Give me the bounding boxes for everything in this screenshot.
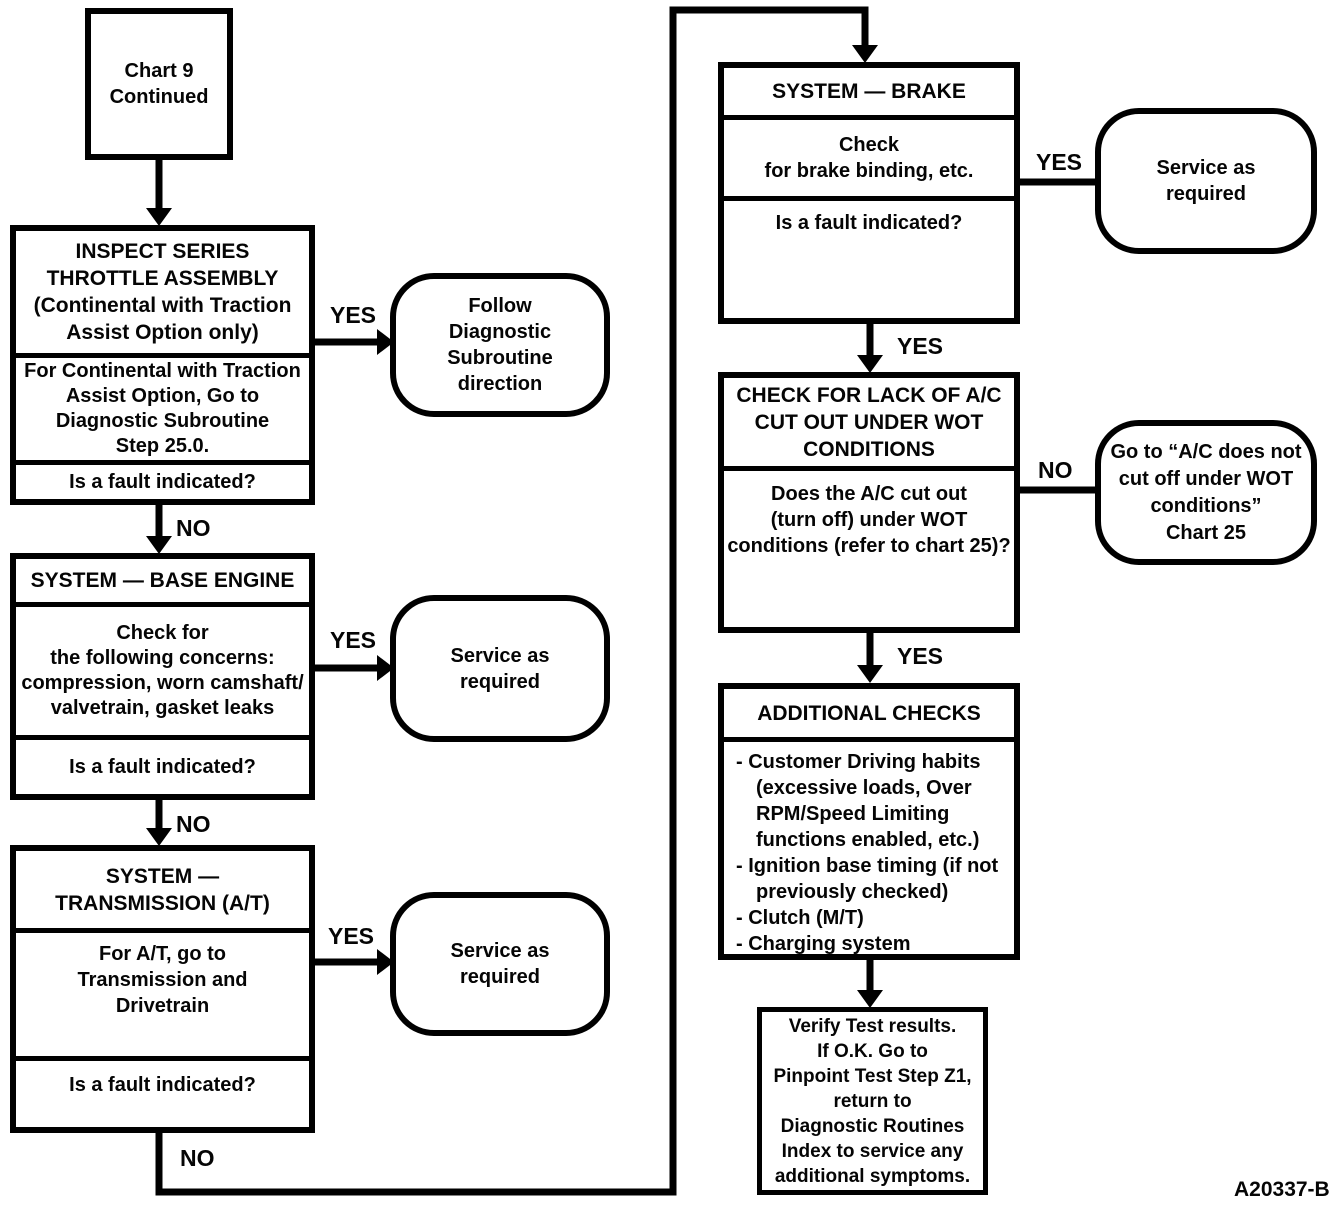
ac-body-section: Does the A/C cut out (turn off) under WO… (724, 471, 1014, 627)
base-engine-question-section: Is a fault indicated? (16, 740, 309, 794)
node-chart9-continued: Chart 9 Continued (85, 8, 233, 160)
additional-check-item: - Clutch (M/T) (736, 907, 864, 929)
brake-question-section: Is a fault indicated? (724, 201, 1014, 318)
base-engine-header-section: SYSTEM — BASE ENGINE (16, 559, 309, 607)
chart9-text: Chart 9 Continued (109, 60, 209, 108)
node-system-base-engine: SYSTEM — BASE ENGINE Check for the follo… (10, 553, 315, 800)
brake-question: Is a fault indicated? (775, 212, 963, 234)
additional-check-item: - Customer Driving habits (excessive loa… (736, 751, 981, 851)
node-service-required-base-engine: Service as required (390, 595, 610, 742)
edge-label-yes-ac-down: YES (897, 643, 944, 669)
throttle-header-section: INSPECT SERIES THROTTLE ASSEMBLY (Contin… (16, 231, 309, 358)
edge-label-yes-transmission: YES (328, 923, 375, 949)
node-verify-test-results: Verify Test results. If O.K. Go to Pinpo… (757, 1007, 988, 1195)
service-brake-text: Service as required (1156, 157, 1256, 205)
node-system-brake: SYSTEM — BRAKE Check for brake binding, … (718, 62, 1020, 324)
node-additional-checks: ADDITIONAL CHECKS - Customer Driving hab… (718, 683, 1020, 960)
brake-body-section: Check for brake binding, etc. (724, 120, 1014, 201)
edge-label-no-base-engine: NO (176, 811, 211, 837)
transmission-header: SYSTEM — TRANSMISSION (A/T) (55, 864, 270, 915)
base-engine-body: Check for the following concerns: compre… (21, 622, 304, 719)
transmission-question: Is a fault indicated? (69, 1074, 256, 1096)
throttle-header: INSPECT SERIES THROTTLE ASSEMBLY (Contin… (33, 240, 292, 344)
service-transmission-text: Service as required (450, 940, 550, 988)
base-engine-question: Is a fault indicated? (69, 755, 256, 778)
node-follow-diagnostic-subroutine: Follow Diagnostic Subroutine direction (390, 273, 610, 417)
throttle-body-section: For Continental with Traction Assist Opt… (16, 358, 309, 465)
transmission-body: For A/T, go to Transmission and Drivetra… (77, 943, 248, 1017)
throttle-body: For Continental with Traction Assist Opt… (24, 360, 301, 457)
service-base-engine-text: Service as required (450, 644, 550, 693)
additional-checks-header: ADDITIONAL CHECKS (757, 701, 981, 725)
ac-body: Does the A/C cut out (turn off) under WO… (727, 483, 1011, 557)
node-service-required-transmission: Service as required (390, 892, 610, 1036)
base-engine-body-section: Check for the following concerns: compre… (16, 607, 309, 740)
edge-label-yes-brake: YES (1036, 149, 1083, 175)
brake-body: Check for brake binding, etc. (764, 134, 974, 182)
node-goto-chart25: Go to “A/C does not cut off under WOT co… (1095, 420, 1317, 565)
transmission-question-section: Is a fault indicated? (16, 1061, 309, 1127)
follow-subroutine-text: Follow Diagnostic Subroutine direction (447, 295, 553, 395)
edge-label-no-transmission: NO (180, 1145, 215, 1171)
edge-label-yes-throttle: YES (330, 302, 377, 328)
node-check-ac-cutout-wot: CHECK FOR LACK OF A/C CUT OUT UNDER WOT … (718, 372, 1020, 633)
brake-header-section: SYSTEM — BRAKE (724, 68, 1014, 120)
brake-header: SYSTEM — BRAKE (772, 80, 966, 103)
edge-label-no-throttle: NO (176, 515, 211, 541)
node-inspect-throttle-assembly: INSPECT SERIES THROTTLE ASSEMBLY (Contin… (10, 225, 315, 505)
additional-check-item: - Charging system (736, 933, 911, 954)
node-system-transmission: SYSTEM — TRANSMISSION (A/T) For A/T, go … (10, 845, 315, 1133)
edge-label-no-ac: NO (1038, 457, 1073, 483)
edge-label-yes-brake-down: YES (897, 333, 944, 359)
verify-text: Verify Test results. If O.K. Go to Pinpo… (773, 1015, 972, 1187)
node-service-required-brake: Service as required (1095, 108, 1317, 254)
transmission-body-section: For A/T, go to Transmission and Drivetra… (16, 933, 309, 1061)
ac-header: CHECK FOR LACK OF A/C CUT OUT UNDER WOT … (736, 383, 1002, 461)
additional-checks-header-section: ADDITIONAL CHECKS (724, 689, 1014, 742)
throttle-question: Is a fault indicated? (69, 470, 256, 493)
additional-check-item: - Ignition base timing (if not previousl… (736, 855, 999, 903)
edge-label-yes-base-engine: YES (330, 627, 377, 653)
transmission-header-section: SYSTEM — TRANSMISSION (A/T) (16, 851, 309, 933)
throttle-question-section: Is a fault indicated? (16, 465, 309, 499)
figure-code: A20337-B (1234, 1178, 1330, 1201)
additional-checks-body-section: - Customer Driving habits (excessive loa… (724, 742, 1014, 954)
goto-chart25-text: Go to “A/C does not cut off under WOT co… (1110, 440, 1302, 544)
base-engine-header: SYSTEM — BASE ENGINE (30, 569, 295, 592)
ac-header-section: CHECK FOR LACK OF A/C CUT OUT UNDER WOT … (724, 378, 1014, 471)
